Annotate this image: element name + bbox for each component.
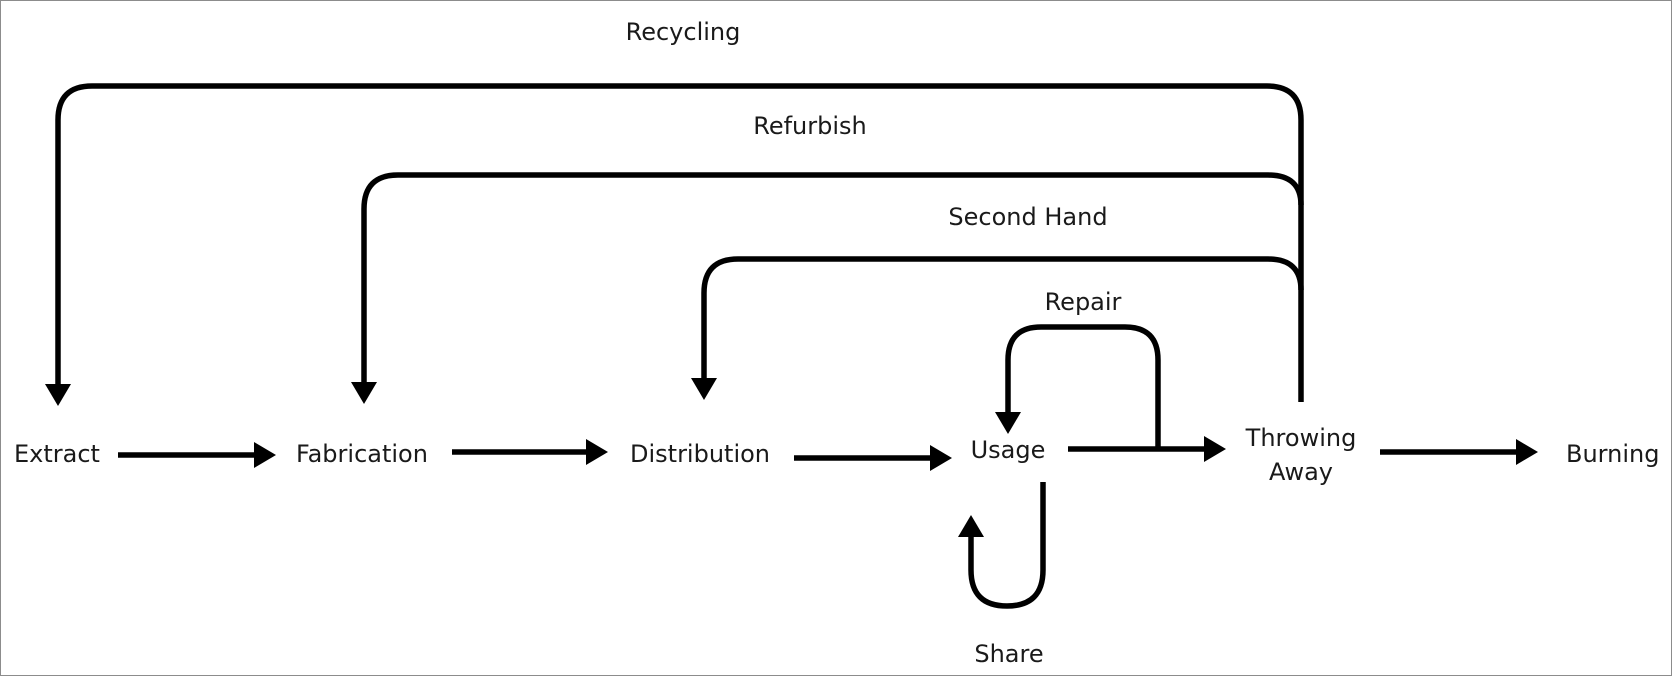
stage-throwing-away-line2: Away [1269,458,1333,486]
refurbish-label: Refurbish [753,112,867,140]
recycling-label: Recycling [626,18,741,46]
repair-label: Repair [1045,288,1122,316]
share-loop-arrow [958,482,1046,609]
refurbish-loop-arrow [351,172,1304,404]
arrow-usage-to-throwing-away [1068,436,1226,462]
second-hand-loop-arrow [691,256,1304,400]
arrow-distribution-to-usage [794,445,952,471]
stage-extract: Extract [14,440,100,468]
share-label: Share [974,640,1043,668]
repair-loop-arrow [995,324,1161,449]
stage-burning: Burning [1566,440,1659,468]
stage-usage: Usage [971,436,1046,464]
stage-distribution: Distribution [630,440,770,468]
arrow-fabrication-to-distribution [452,439,608,465]
recycling-loop-arrow [45,83,1304,406]
arrow-throwing-away-to-burning [1380,439,1538,465]
stage-throwing-away-line1: Throwing [1245,424,1357,452]
stage-fabrication: Fabrication [296,440,428,468]
arrow-extract-to-fabrication [118,442,276,468]
second-hand-label: Second Hand [948,203,1107,231]
